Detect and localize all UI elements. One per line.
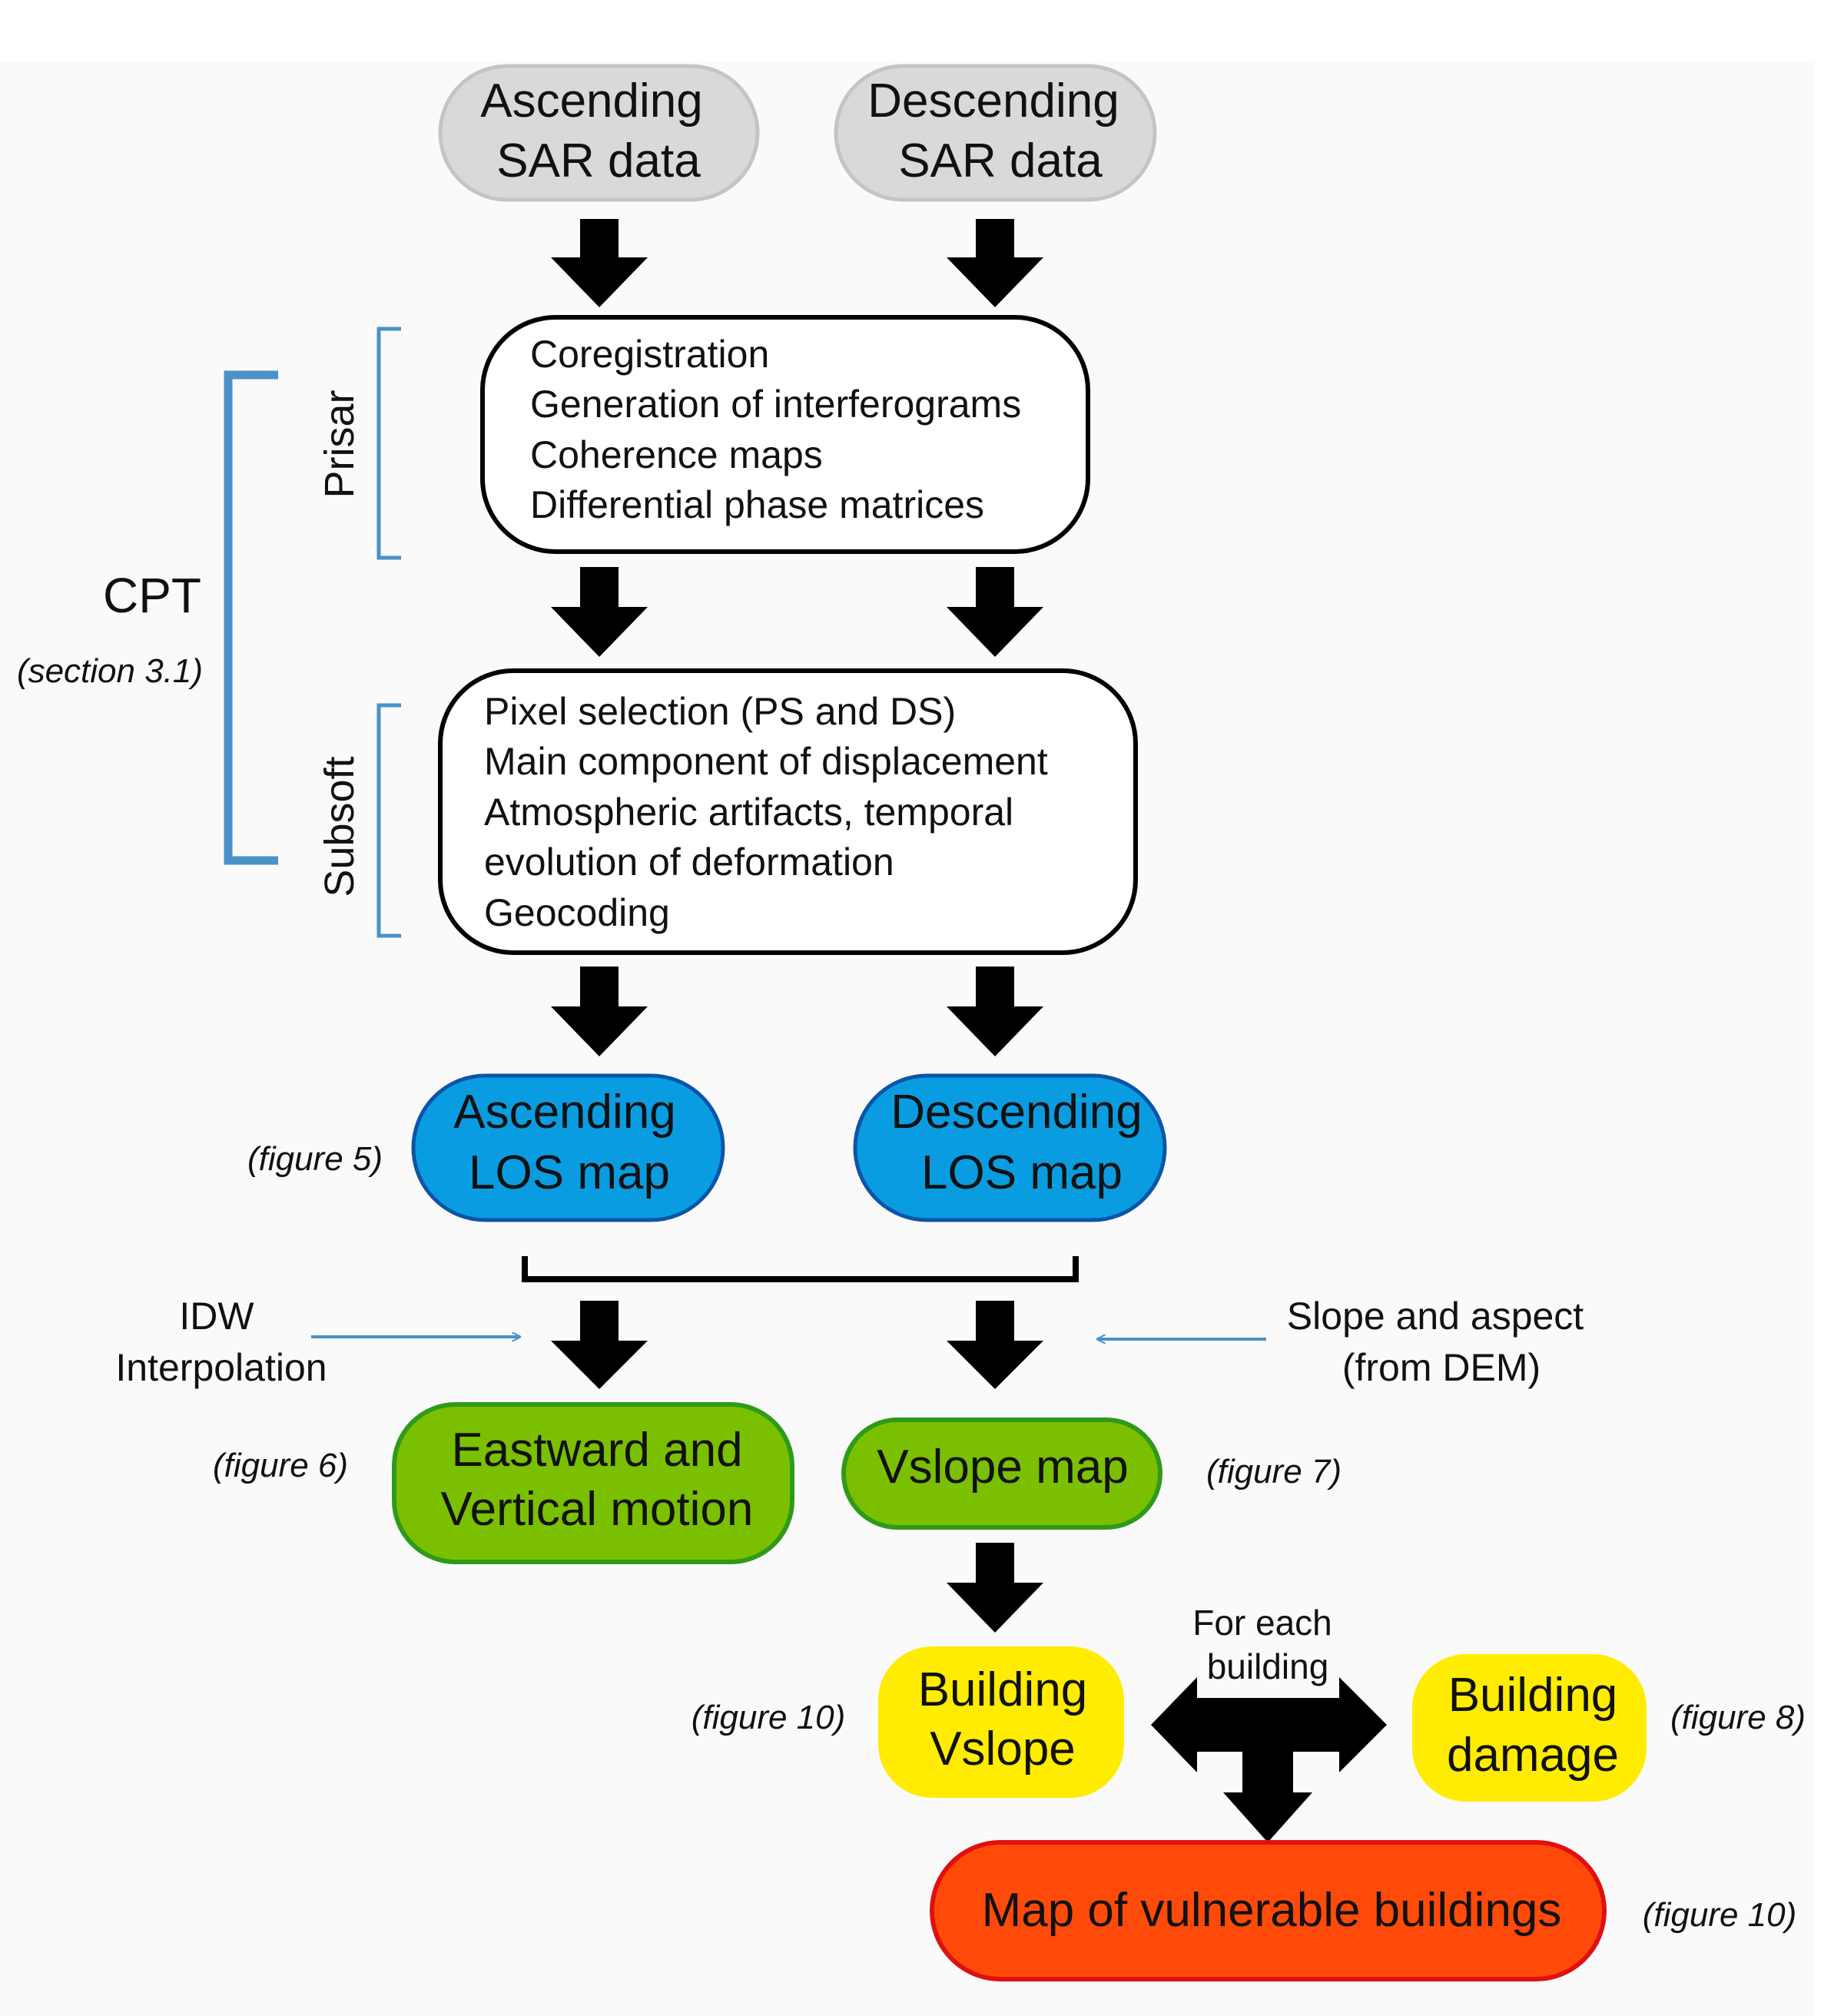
flow-arrows — [551, 219, 1043, 1633]
ascending-sar-node: Ascending SAR data — [438, 64, 760, 202]
idw-note-line-2: Interpolation — [115, 1346, 327, 1389]
building-damage-pill — [1412, 1654, 1647, 1802]
ascending-sar-line-2: SAR data — [496, 134, 701, 187]
building-vslope-line-2: Vslope — [930, 1723, 1076, 1776]
vslope-map-ref: (figure 7) — [1206, 1453, 1342, 1490]
subsoft-bracket — [376, 703, 401, 938]
building-damage-ref: (figure 8) — [1670, 1699, 1806, 1736]
final-map-label: Map of vulnerable buildings — [982, 1884, 1562, 1937]
prisar-step: Coherence maps — [530, 433, 823, 476]
arrow-down-icon — [947, 1543, 1043, 1633]
arrow-down-icon — [551, 967, 648, 1056]
descending-sar-line-2: SAR data — [898, 134, 1103, 187]
vslope-map-pill — [841, 1418, 1162, 1530]
subsoft-step: Pixel selection (PS and DS) — [484, 690, 956, 733]
arrow-down-icon — [947, 967, 1043, 1056]
prisar-box — [480, 315, 1090, 554]
ascending-los-ref: (figure 5) — [247, 1140, 383, 1178]
for-each-building-line-2: building — [1207, 1646, 1329, 1686]
ascending-sar-pill — [438, 64, 760, 202]
arrow-down-icon — [947, 1301, 1043, 1389]
combine-arrow-icon — [1151, 1677, 1387, 1842]
vslope-map-node: Vslope map — [841, 1418, 1162, 1530]
slope-note-line-2: (from DEM) — [1342, 1346, 1541, 1389]
arrow-down-icon — [551, 219, 648, 307]
vslope-map-label: Vslope map — [877, 1441, 1128, 1494]
ascending-los-line-1: Ascending — [453, 1086, 676, 1139]
eastward-vertical-line-2: Vertical motion — [441, 1483, 754, 1536]
building-damage-node: Building damage — [1412, 1654, 1647, 1802]
ascending-los-line-2: LOS map — [469, 1146, 670, 1199]
descending-los-line-1: Descending — [890, 1086, 1142, 1139]
los-merge-bracket — [522, 1256, 1079, 1282]
ascending-los-pill — [411, 1073, 725, 1222]
final-map-pill — [930, 1840, 1607, 1981]
subsoft-box — [438, 668, 1138, 955]
slope-note-line-1: Slope and aspect — [1287, 1295, 1584, 1338]
descending-los-line-2: LOS map — [921, 1146, 1123, 1199]
building-vslope-pill — [878, 1646, 1124, 1798]
subsoft-steps: Pixel selection (PS and DS) Main compone… — [484, 690, 1048, 934]
arrow-down-icon — [947, 567, 1043, 657]
building-damage-line-2: damage — [1447, 1729, 1619, 1782]
prisar-step: Differential phase matrices — [530, 483, 984, 526]
arrow-down-icon — [551, 1301, 648, 1389]
cpt-label: CPT — [103, 568, 201, 623]
eastward-vertical-ref: (figure 6) — [213, 1447, 348, 1484]
ascending-los-node: Ascending LOS map — [411, 1073, 725, 1222]
subsoft-step: evolution of deformation — [484, 841, 894, 884]
descending-los-pill — [853, 1073, 1167, 1222]
building-vslope-ref: (figure 10) — [692, 1699, 846, 1736]
descending-sar-pill — [834, 64, 1157, 202]
eastward-vertical-node: Eastward and Vertical motion — [392, 1402, 794, 1564]
subsoft-step: Main component of displacement — [484, 740, 1048, 783]
prisar-bracket — [376, 327, 401, 560]
prisar-step: Coregistration — [530, 333, 769, 376]
building-damage-line-1: Building — [1448, 1669, 1618, 1722]
cpt-bracket — [224, 370, 278, 865]
prisar-step: Generation of interferograms — [530, 383, 1021, 426]
eastward-vertical-pill — [392, 1402, 794, 1564]
ascending-sar-line-1: Ascending — [480, 75, 703, 128]
arrow-down-icon — [551, 567, 648, 657]
arrow-down-icon — [947, 219, 1043, 307]
building-vslope-line-1: Building — [918, 1663, 1088, 1716]
final-map-ref: (figure 10) — [1643, 1896, 1797, 1934]
final-map-node: Map of vulnerable buildings — [930, 1840, 1607, 1981]
cpt-section-ref: (section 3.1) — [17, 652, 203, 690]
prisar-steps: Coregistration Generation of interferogr… — [530, 333, 1021, 526]
for-each-building-line-1: For each — [1192, 1603, 1332, 1643]
building-vslope-node: Building Vslope — [878, 1646, 1124, 1798]
descending-los-node: Descending LOS map — [853, 1073, 1167, 1222]
descending-sar-node: Descending SAR data — [834, 64, 1157, 202]
eastward-vertical-line-1: Eastward and — [451, 1424, 742, 1477]
descending-sar-line-1: Descending — [867, 75, 1119, 128]
subsoft-step: Atmospheric artifacts, temporal — [484, 791, 1013, 834]
prisar-label: Prisar — [317, 390, 363, 498]
subsoft-step: Geocoding — [484, 891, 670, 934]
subsoft-label: Subsoft — [317, 756, 363, 897]
idw-note-line-1: IDW — [179, 1295, 254, 1338]
